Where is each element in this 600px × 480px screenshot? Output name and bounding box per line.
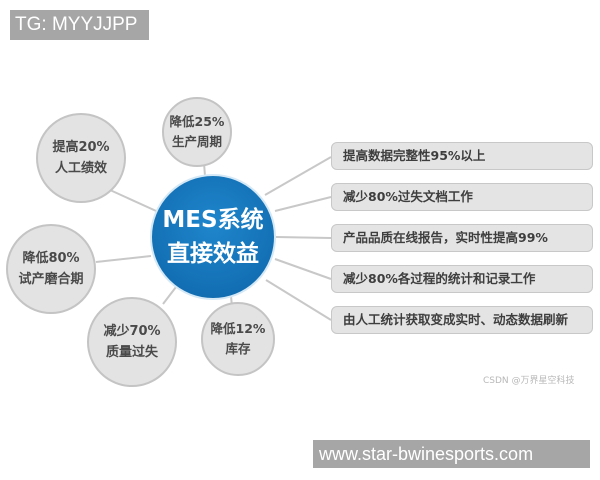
bubble-production-cycle: 降低25% 生产周期: [162, 97, 232, 167]
watermark-bottom: www.star-bwinesports.com: [313, 440, 590, 468]
bubble-line2: 质量过失: [105, 345, 158, 360]
bubble-quality-errors: 减少70% 质量过失: [87, 297, 177, 387]
bubble-line2: 库存: [225, 341, 251, 356]
bubble-line1: 降低12%: [210, 321, 266, 336]
benefit-box-data-integrity: 提高数据完整性95%以上: [331, 142, 593, 170]
benefit-box-error-docs: 减少80%过失文档工作: [331, 183, 593, 211]
center-line1: MES系统: [162, 207, 264, 233]
bubble-line1: 降低80%: [22, 251, 80, 266]
bubble-line1: 降低25%: [169, 114, 225, 129]
watermark-top: TG: MYYJJPP: [10, 10, 149, 40]
bubble-line2: 试产磨合期: [18, 272, 84, 287]
source-credit: CSDN @万界星空科技: [483, 376, 575, 386]
benefit-box-process-records: 减少80%各过程的统计和记录工作: [331, 265, 593, 293]
bubble-inventory: 降低12% 库存: [201, 302, 275, 376]
bubble-line1: 减少70%: [103, 324, 161, 339]
benefit-box-quality-report: 产品品质在线报告，实时性提高99%: [331, 224, 593, 252]
center-line2: 直接效益: [167, 241, 259, 267]
center-hub: MES系统 直接效益: [150, 174, 276, 300]
bubble-trial-production: 降低80% 试产磨合期: [6, 224, 96, 314]
bubble-line1: 提高20%: [52, 140, 110, 155]
bubble-labor-performance: 提高20% 人工绩效: [36, 113, 126, 203]
bubble-line2: 生产周期: [171, 134, 222, 149]
benefit-box-realtime-data: 由人工统计获取变成实时、动态数据刷新: [331, 306, 593, 334]
bubble-line2: 人工绩效: [54, 161, 107, 176]
